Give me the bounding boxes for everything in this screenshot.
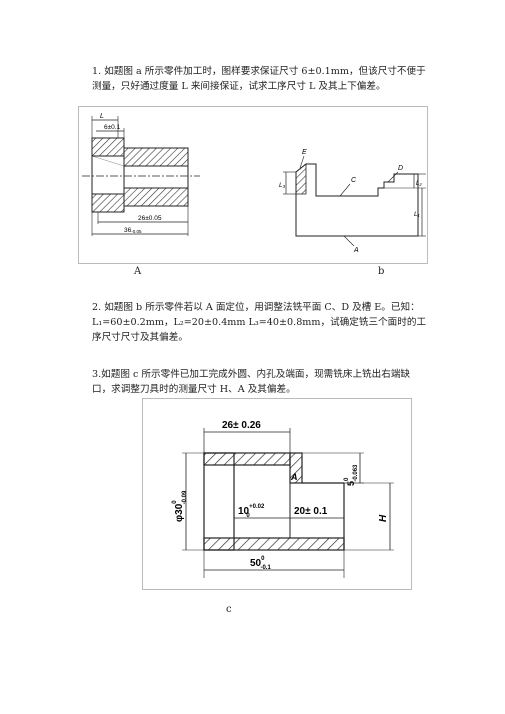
- figure-c-border: [142, 398, 412, 590]
- question-1-text: 1. 如题图 a 所示零件加工时，图样要求保证尺寸 6±0.1mm，但该尺寸不便…: [92, 66, 426, 92]
- dim-20: 20± 0.1: [294, 506, 328, 517]
- label-E: E: [302, 149, 307, 156]
- dim-L: L: [100, 113, 104, 120]
- figure-ab: L 6±0.1 26±0.05 36-0.05 L₃ L₂ L₁ E: [78, 106, 428, 264]
- label-C: C: [351, 177, 357, 184]
- label-D: D: [398, 165, 403, 172]
- figure-a: L 6±0.1 26±0.05 36-0.05: [82, 113, 200, 236]
- dim-50: 500-0.1: [250, 556, 271, 571]
- caption-a: A: [134, 266, 142, 277]
- dim-5: 50-0.063: [344, 464, 359, 486]
- label-A: A: [353, 247, 359, 254]
- dim-26-c: 26± 0.26: [222, 420, 261, 431]
- caption-c: c: [226, 604, 232, 615]
- figure-panel-border: [78, 106, 428, 264]
- dim-36: 36-0.05: [124, 227, 142, 234]
- caption-b: b: [378, 266, 385, 277]
- dim-6: 6±0.1: [104, 124, 121, 131]
- dim-L1: L₁: [414, 211, 420, 218]
- dim-L2: L₂: [416, 181, 422, 187]
- dim-L3: L₃: [279, 182, 286, 189]
- dim-26: 26±0.05: [138, 215, 162, 222]
- dim-phi30: φ300-0.09: [172, 490, 188, 522]
- figure-c-part: [203, 452, 345, 551]
- dim-H: H: [378, 514, 389, 522]
- dim-A: A: [290, 472, 298, 482]
- figure-b: L₃ L₂ L₁ E C D A: [279, 149, 426, 254]
- question-3-text: 3.如题图 c 所示零件已加工完成外圆、内孔及端面，现需铣床上铣出右端缺口，求调…: [92, 369, 411, 395]
- question-2-text: 2. 如题图 b 所示零件若以 A 面定位，用调整法铣平面 C、D 及槽 E。已…: [92, 302, 427, 343]
